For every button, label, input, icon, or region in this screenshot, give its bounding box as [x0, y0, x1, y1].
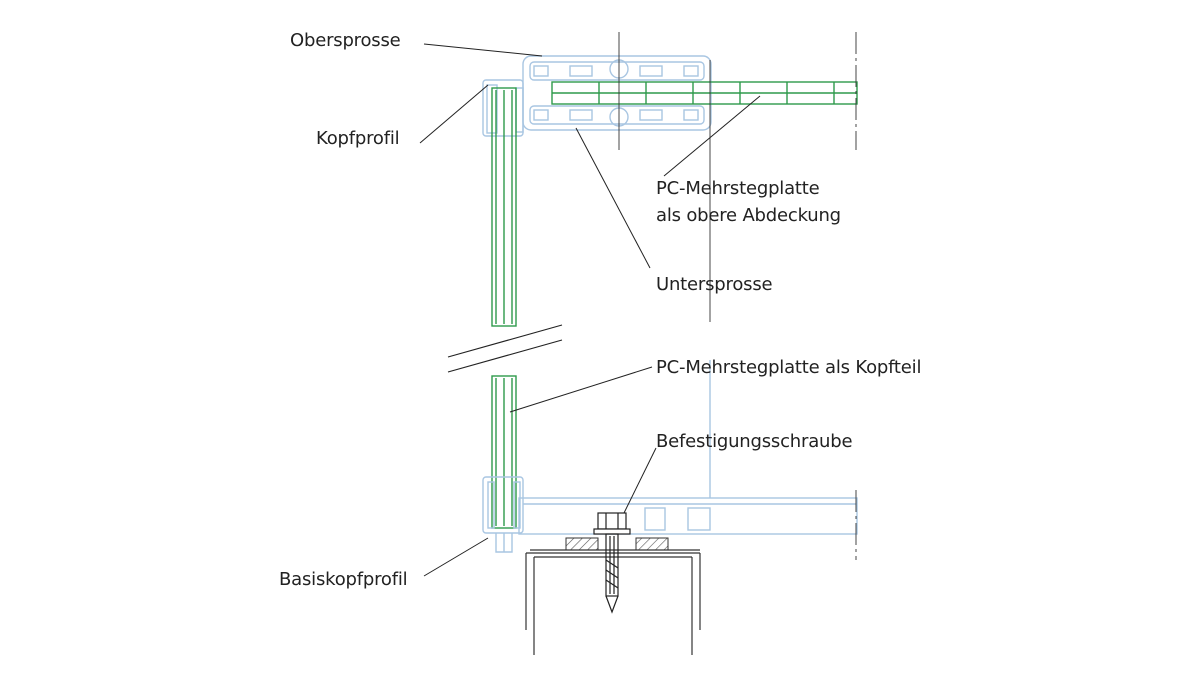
pc-plate-vertical-lower	[491, 375, 517, 529]
basiskopfprofil-profile	[482, 476, 524, 553]
leader-pc-kopfteil	[509, 366, 653, 413]
seal-strips	[565, 537, 669, 551]
leader-kopfprofil	[419, 84, 489, 144]
break-symbol	[447, 324, 563, 373]
axis-lines	[618, 32, 857, 322]
leader-lines	[419, 43, 761, 577]
leader-pc-abdeckung	[663, 95, 761, 177]
label-pc-kopfteil: PC-Mehrstegplatte als Kopfteil	[656, 357, 922, 378]
label-pc-abdeckung-line2: als obere Abdeckung	[656, 205, 841, 226]
label-obersprosse: Obersprosse	[290, 30, 401, 51]
obersprosse-profile	[522, 55, 712, 131]
label-basiskopfprofil: Basiskopfprofil	[279, 569, 408, 590]
label-pc-abdeckung-line1: PC-Mehrstegplatte	[656, 178, 820, 199]
leader-befestigungsschraube	[623, 447, 657, 514]
leader-basiskopfprofil	[423, 537, 489, 577]
pc-plate-top	[551, 81, 858, 105]
label-kopfprofil: Kopfprofil	[316, 128, 400, 149]
pc-plate-vertical-upper	[491, 87, 517, 327]
label-untersprosse: Untersprosse	[656, 274, 773, 295]
leader-obersprosse	[423, 43, 543, 57]
substructure-beam	[525, 549, 701, 655]
fastening-screw	[593, 512, 631, 614]
leader-untersprosse	[575, 127, 651, 269]
label-befestigungsschraube: Befestigungsschraube	[656, 431, 853, 452]
base-profile	[518, 360, 858, 535]
